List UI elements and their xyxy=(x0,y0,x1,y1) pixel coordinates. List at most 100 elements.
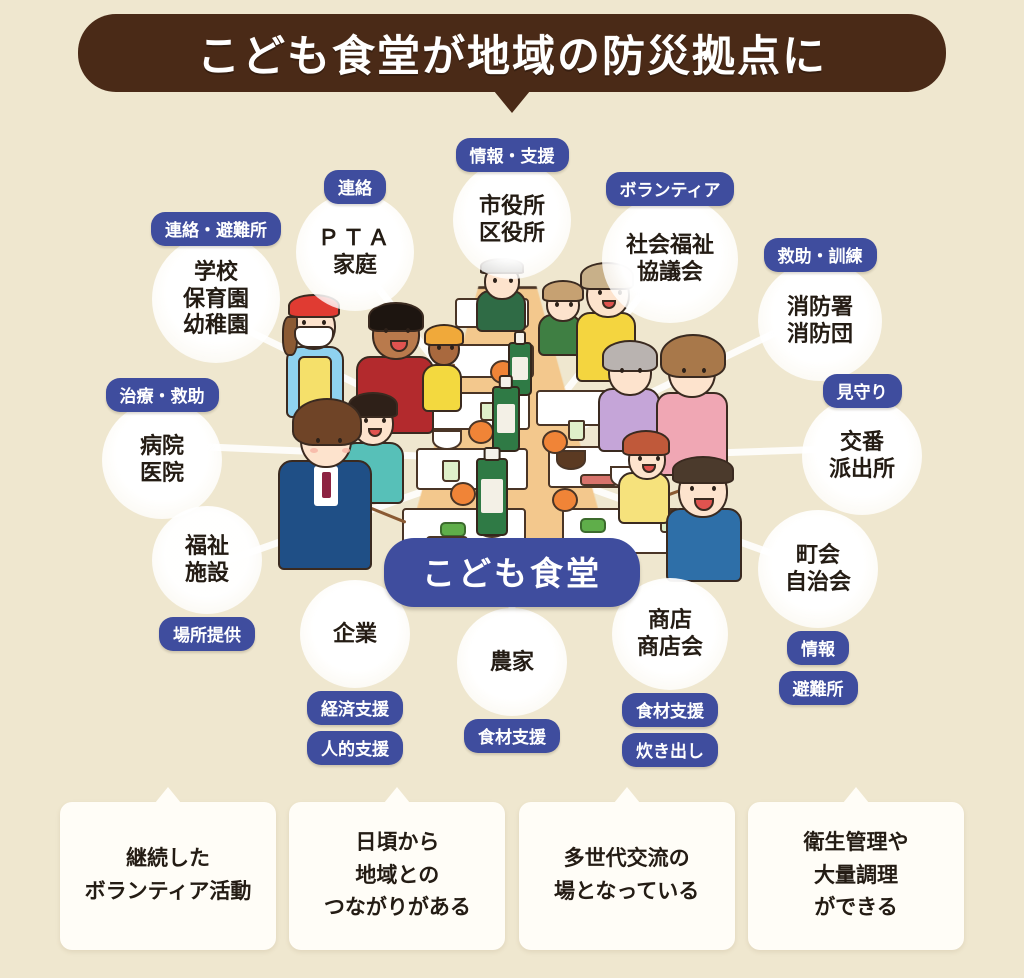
hair xyxy=(660,334,726,378)
neighborhood-circle: 町会 自治会 xyxy=(758,510,878,628)
card-notch-icon xyxy=(842,787,869,803)
card-continuous-volunteer[interactable]: 継続した ボランティア活動 xyxy=(60,787,276,950)
shops-circle: 商店 商店会 xyxy=(612,578,728,690)
school-tag-0[interactable]: 連絡・避難所 xyxy=(151,212,281,246)
relationship-diagram: こども食堂 連絡・避難所 学校 保育園 幼稚園 連絡 ＰＴＡ 家庭 情報・支援 … xyxy=(0,100,1024,767)
center-label-kodomo-shokudo: こども食堂 xyxy=(384,538,640,607)
orange-fruit xyxy=(468,420,494,444)
farmers-circle: 農家 xyxy=(457,608,567,716)
card-2-line-1: 場となっている xyxy=(553,880,700,903)
police-box-node[interactable]: 見守り 交番 派出所 xyxy=(802,374,922,515)
person-body xyxy=(618,472,670,524)
city-hall-line-1: 区役所 xyxy=(478,220,545,245)
council-line-1: 協議会 xyxy=(636,259,703,284)
council-tag-0[interactable]: ボランティア xyxy=(605,172,735,206)
police-line-1: 派出所 xyxy=(828,456,895,481)
face-mask xyxy=(294,326,334,348)
farmers-tag-0[interactable]: 食材支援 xyxy=(464,719,560,753)
welfare-facility-node[interactable]: 福祉 施設 場所提供 xyxy=(152,506,262,651)
hair xyxy=(424,324,464,346)
card-0-line-1: ボランティア活動 xyxy=(84,880,252,903)
fire-tag-0[interactable]: 救助・訓練 xyxy=(763,238,877,272)
farmers-node[interactable]: 農家 食材支援 xyxy=(457,608,567,753)
hospital-line-1: 医院 xyxy=(139,460,184,485)
shops-tag-1[interactable]: 炊き出し xyxy=(622,733,718,767)
council-line-0: 社会福祉 xyxy=(625,232,714,258)
school-node[interactable]: 連絡・避難所 学校 保育園 幼稚園 xyxy=(140,212,292,363)
shops-tag-0[interactable]: 食材支援 xyxy=(622,693,718,727)
hospital-node[interactable]: 治療・救助 病院 医院 xyxy=(102,378,222,519)
welfare-facility-tag-0[interactable]: 場所提供 xyxy=(159,617,255,651)
school-circle: 学校 保育園 幼稚園 xyxy=(152,235,280,363)
hair xyxy=(292,398,362,446)
orange-fruit xyxy=(552,488,578,512)
company-tag-1[interactable]: 人的支援 xyxy=(307,731,403,765)
council-circle: 社会福祉 協議会 xyxy=(602,195,738,323)
vegetable-side xyxy=(440,522,466,537)
neighborhood-line-1: 自治会 xyxy=(784,569,851,594)
card-0-line-0: 継続した xyxy=(126,847,210,871)
tea-cup xyxy=(442,460,460,482)
city-hall-line-0: 市役所 xyxy=(478,193,545,219)
fire-line-0: 消防署 xyxy=(786,294,853,320)
neighborhood-tag-0[interactable]: 情報 xyxy=(787,631,849,665)
pta-line-0: ＰＴＡ xyxy=(317,225,393,251)
title-bar: こども食堂が地域の防災拠点に xyxy=(78,14,946,92)
neighborhood-line-0: 町会 xyxy=(795,542,840,568)
company-node[interactable]: 企業 経済支援 人的支援 xyxy=(300,580,410,765)
card-community-connection[interactable]: 日頃から 地域との つながりがある xyxy=(289,787,506,950)
shops-line-0: 商店 xyxy=(647,607,692,633)
hospital-tag-0[interactable]: 治療・救助 xyxy=(105,378,219,412)
company-tag-0[interactable]: 経済支援 xyxy=(307,691,403,725)
hair xyxy=(602,340,658,372)
hair xyxy=(542,280,584,302)
card-hygiene-bulk-cooking[interactable]: 衛生管理や 大量調理 ができる xyxy=(747,787,964,950)
fire-circle: 消防署 消防団 xyxy=(758,261,882,381)
page-title: こども食堂が地域の防災拠点に xyxy=(197,33,827,81)
tea-bottle xyxy=(508,331,532,396)
tea-bottle xyxy=(476,447,508,536)
farmers-line-0: 農家 xyxy=(489,648,534,674)
mouth xyxy=(368,428,382,437)
mouth xyxy=(390,340,408,352)
title-notch-icon xyxy=(494,91,530,113)
title-banner: こども食堂が地域の防災拠点に xyxy=(78,14,946,113)
social-welfare-council-node[interactable]: ボランティア 社会福祉 協議会 xyxy=(602,172,738,323)
card-3-line-1: 大量調理 xyxy=(813,863,898,887)
rice-bowl xyxy=(432,430,462,450)
police-circle: 交番 派出所 xyxy=(802,397,922,515)
mouth xyxy=(694,498,714,511)
neighborhood-association-node[interactable]: 町会 自治会 情報 避難所 xyxy=(758,510,878,705)
hair xyxy=(622,430,670,456)
card-multigenerational[interactable]: 多世代交流の 場となっている xyxy=(518,787,735,950)
city-hall-node[interactable]: 情報・支援 市役所 区役所 xyxy=(453,138,571,279)
meal-tray xyxy=(416,448,528,490)
pta-node[interactable]: 連絡 ＰＴＡ 家庭 xyxy=(296,170,414,311)
fire-department-node[interactable]: 救助・訓練 消防署 消防団 xyxy=(758,238,882,381)
city-hall-tag-0[interactable]: 情報・支援 xyxy=(455,138,569,172)
pta-line-1: 家庭 xyxy=(332,252,377,277)
card-3-line-2: ができる xyxy=(814,896,898,920)
card-notch-icon xyxy=(613,787,640,803)
shops-node[interactable]: 商店 商店会 食材支援 炊き出し xyxy=(612,578,728,767)
company-line-0: 企業 xyxy=(332,620,377,646)
welfare-facility-line-0: 福祉 xyxy=(184,533,229,559)
soup-bowl xyxy=(556,450,586,470)
orange-fruit xyxy=(542,430,568,454)
neighborhood-tag-1[interactable]: 避難所 xyxy=(778,671,858,705)
police-tag-0[interactable]: 見守り xyxy=(822,374,902,408)
card-2-line-0: 多世代交流の xyxy=(563,847,690,871)
card-1-line-2: つながりがある xyxy=(323,896,471,920)
feature-cards: 継続した ボランティア活動 日頃から 地域との つながりがある 多世代交流の 場… xyxy=(60,787,964,950)
hospital-circle: 病院 医院 xyxy=(102,401,222,519)
hair xyxy=(368,302,424,332)
card-notch-icon xyxy=(155,787,181,803)
orange-fruit xyxy=(450,482,476,506)
police-line-0: 交番 xyxy=(839,429,884,455)
hospital-line-0: 病院 xyxy=(139,433,184,459)
pta-tag-0[interactable]: 連絡 xyxy=(324,170,386,204)
necktie xyxy=(322,472,331,498)
fire-line-1: 消防団 xyxy=(786,321,853,346)
person-body xyxy=(422,364,462,412)
